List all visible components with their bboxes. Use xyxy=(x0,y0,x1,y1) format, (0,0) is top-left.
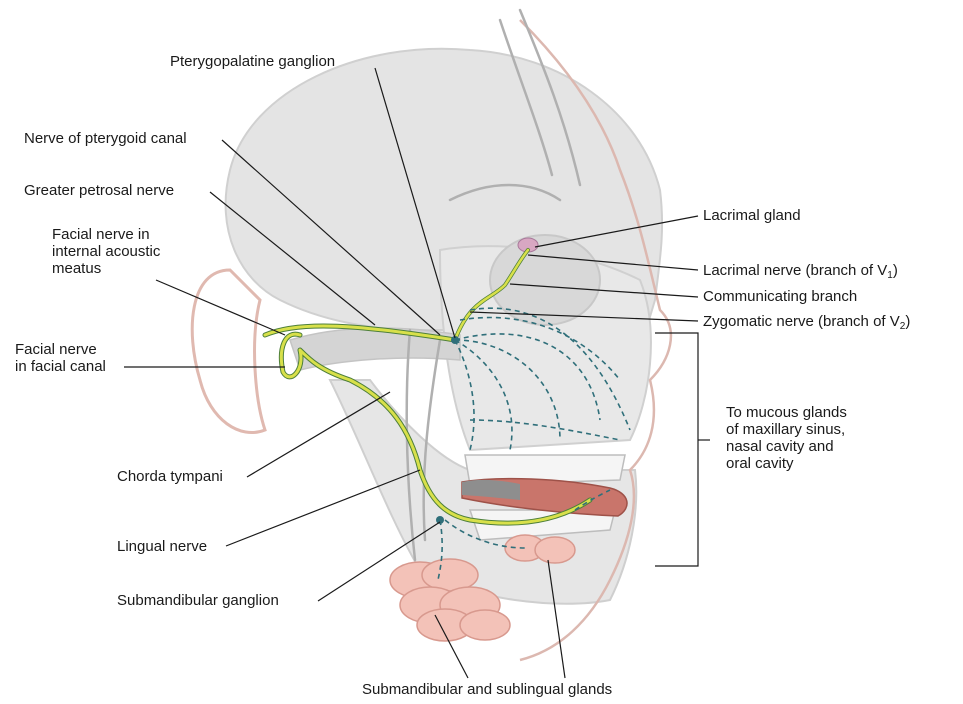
label-lacrimal-nerve: Lacrimal nerve (branch of V1) xyxy=(703,262,898,284)
label-mucous-glands-line-3: nasal cavity and xyxy=(726,438,847,455)
label-facial-nerve-canal-line-1: Facial nerve xyxy=(15,341,106,358)
label-communicating-branch: Communicating branch xyxy=(703,288,857,305)
label-facial-nerve-canal: Facial nerve in facial canal xyxy=(15,341,106,375)
sublingual-gland xyxy=(505,535,575,563)
label-greater-petrosal-nerve: Greater petrosal nerve xyxy=(24,182,174,199)
label-lacrimal-nerve-tail: ) xyxy=(893,262,898,279)
label-chorda-tympani: Chorda tympani xyxy=(117,468,223,485)
label-mucous-glands-line-1: To mucous glands xyxy=(726,404,847,421)
label-zygomatic-nerve-tail: ) xyxy=(905,313,910,330)
submandibular-ganglion-dot xyxy=(436,516,444,524)
label-mucous-glands: To mucous glands of maxillary sinus, nas… xyxy=(726,404,847,472)
label-mucous-glands-line-2: of maxillary sinus, xyxy=(726,421,847,438)
label-zygomatic-nerve-text: Zygomatic nerve (branch of V xyxy=(703,313,900,330)
label-lacrimal-nerve-text: Lacrimal nerve (branch of V xyxy=(703,262,887,279)
label-facial-nerve-acoustic-line-1: Facial nerve in xyxy=(52,226,160,243)
label-pterygopalatine-ganglion: Pterygopalatine ganglion xyxy=(170,53,335,70)
label-submandibular-sublingual-glands: Submandibular and sublingual glands xyxy=(362,681,612,698)
label-facial-nerve-acoustic: Facial nerve in internal acoustic meatus xyxy=(52,226,160,277)
label-lacrimal-gland: Lacrimal gland xyxy=(703,207,801,224)
label-lingual-nerve: Lingual nerve xyxy=(117,538,207,555)
label-facial-nerve-acoustic-line-2: internal acoustic xyxy=(52,243,160,260)
label-nerve-of-pterygoid-canal: Nerve of pterygoid canal xyxy=(24,130,187,147)
label-facial-nerve-acoustic-line-3: meatus xyxy=(52,260,160,277)
ear-outline xyxy=(192,270,265,433)
label-facial-nerve-canal-line-2: in facial canal xyxy=(15,358,106,375)
label-mucous-glands-line-4: oral cavity xyxy=(726,455,847,472)
label-submandibular-ganglion: Submandibular ganglion xyxy=(117,592,279,609)
label-zygomatic-nerve: Zygomatic nerve (branch of V2) xyxy=(703,313,910,335)
